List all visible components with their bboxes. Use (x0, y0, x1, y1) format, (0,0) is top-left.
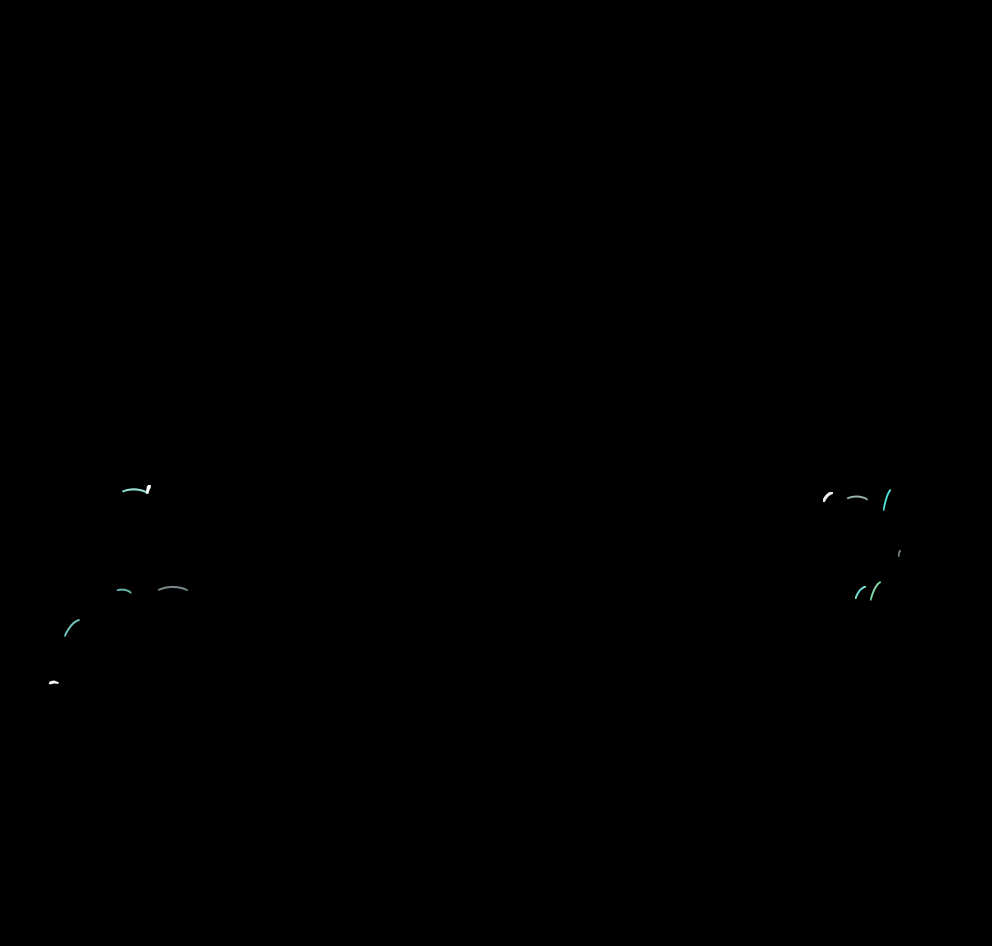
stroke-hook-green (869, 580, 882, 602)
stroke-diagonal-grey (846, 488, 869, 508)
stroke-star-teal (854, 585, 867, 600)
stroke-hook-cyan (63, 617, 81, 639)
stroke-vertical-teal (882, 488, 892, 512)
stroke-short-cyan (116, 584, 133, 598)
dot-white-vertical (144, 481, 153, 496)
blob-white-arrow (822, 489, 834, 503)
dash-white-small (47, 672, 61, 686)
stroke-diagonal-teal (121, 480, 149, 504)
stroke-magenta-green (157, 576, 189, 603)
dot-dim-small (897, 544, 902, 558)
